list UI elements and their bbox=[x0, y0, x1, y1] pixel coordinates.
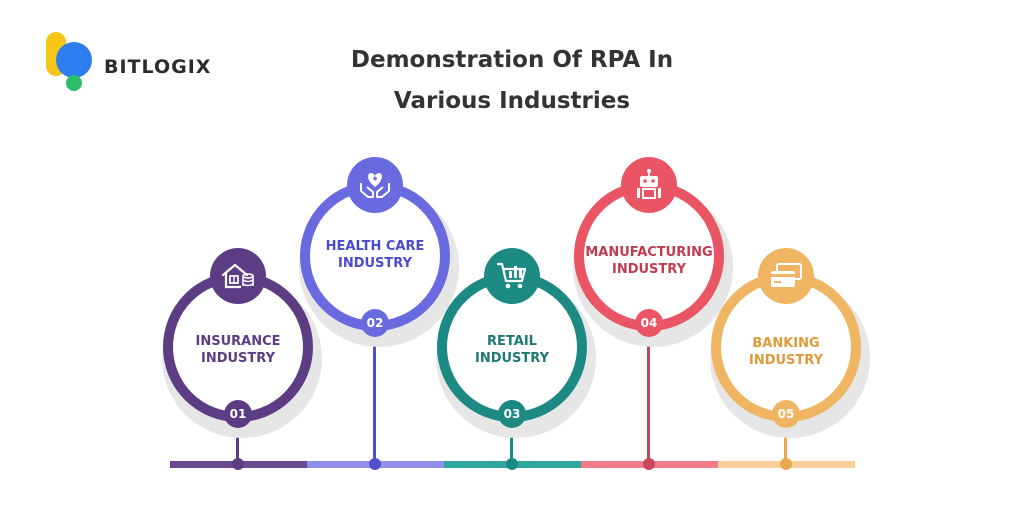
page-title: Demonstration Of RPA In Various Industri… bbox=[262, 40, 762, 122]
stem-1 bbox=[236, 428, 239, 464]
timeline-dot-3 bbox=[506, 458, 518, 470]
healthcare-label-line-1: HEALTH CARE bbox=[325, 239, 425, 254]
retail-label-line-2: INDUSTRY bbox=[474, 351, 549, 366]
banking-number-badge: 05 bbox=[772, 400, 800, 428]
insurance-icon-circle bbox=[210, 248, 266, 304]
timeline-dot-1 bbox=[232, 458, 244, 470]
insurance-label: INSURANCE INDUSTRY bbox=[173, 333, 303, 367]
healthcare-number-badge: 02 bbox=[361, 309, 389, 337]
house-coins-icon bbox=[221, 263, 254, 289]
insurance-label-line-2: INDUSTRY bbox=[200, 351, 275, 366]
page-title-line-2: Various Industries bbox=[393, 88, 631, 114]
retail-label: RETAIL INDUSTRY bbox=[447, 333, 577, 367]
shopping-cart-icon bbox=[497, 262, 527, 289]
healthcare-icon-circle bbox=[347, 157, 403, 213]
banking-label-line-1: BANKING bbox=[752, 336, 820, 351]
stem-2 bbox=[373, 336, 376, 464]
banking-label: BANKING INDUSTRY bbox=[721, 335, 851, 369]
manufacturing-number-badge: 04 bbox=[635, 309, 663, 337]
stem-3 bbox=[510, 428, 513, 464]
retail-number-badge: 03 bbox=[498, 400, 526, 428]
stem-5 bbox=[784, 428, 787, 464]
manufacturing-label: MANUFACTURING INDUSTRY bbox=[584, 244, 714, 278]
banking-icon-circle bbox=[758, 248, 814, 304]
insurance-number-badge: 01 bbox=[224, 400, 252, 428]
manufacturing-label-line-2: INDUSTRY bbox=[611, 262, 686, 277]
manufacturing-label-line-1: MANUFACTURING bbox=[585, 245, 713, 260]
brand-name: BITLOGIX bbox=[104, 56, 212, 78]
banking-label-line-2: INDUSTRY bbox=[748, 353, 823, 368]
robot-icon bbox=[637, 169, 661, 199]
timeline-dot-4 bbox=[643, 458, 655, 470]
retail-label-line-1: RETAIL bbox=[487, 334, 537, 349]
bitlogix-logo-icon bbox=[46, 32, 92, 91]
healthcare-label: HEALTH CARE INDUSTRY bbox=[310, 238, 440, 272]
timeline-dot-5 bbox=[780, 458, 792, 470]
page-title-line-1: Demonstration Of RPA In bbox=[350, 47, 674, 73]
manufacturing-icon-circle bbox=[621, 157, 677, 213]
insurance-label-line-1: INSURANCE bbox=[195, 334, 281, 349]
stem-4 bbox=[647, 336, 650, 464]
healthcare-label-line-2: INDUSTRY bbox=[337, 256, 412, 271]
credit-card-icon bbox=[771, 263, 802, 287]
timeline-dot-2 bbox=[369, 458, 381, 470]
heart-hands-icon bbox=[360, 173, 390, 198]
retail-icon-circle bbox=[484, 248, 540, 304]
brand-logo bbox=[44, 30, 224, 94]
